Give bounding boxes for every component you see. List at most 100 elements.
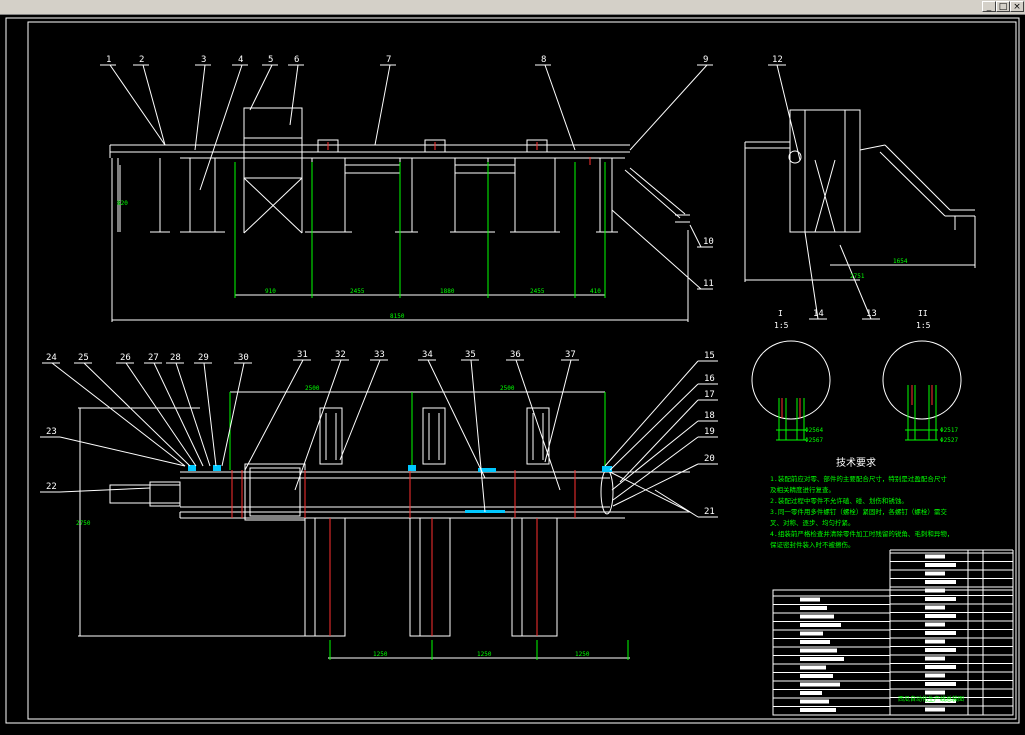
detail-green-lines [776, 385, 938, 441]
leader-line [59, 487, 151, 493]
bom-cell [800, 597, 820, 602]
leader-line [199, 64, 243, 191]
dimension-label: 820 [117, 200, 128, 207]
bom-cell [925, 571, 945, 576]
leader-line [611, 209, 702, 290]
leader-line [339, 359, 381, 461]
callout-label: 28 [170, 353, 181, 363]
dimension-label: 2750 [76, 520, 91, 527]
maximize-button[interactable]: □ [996, 1, 1010, 12]
leader-line [544, 359, 572, 463]
bom-cell [800, 708, 836, 712]
callout-label: 23 [46, 427, 57, 437]
bom-cell [925, 665, 956, 669]
bom-cell [925, 622, 945, 627]
leader-line [125, 362, 197, 467]
bom-cell [800, 665, 826, 670]
callout-label: 16 [704, 374, 715, 384]
bom-cell [800, 674, 833, 678]
leader-line [515, 359, 561, 491]
detail-dim: Φ2517 [940, 427, 958, 434]
plan-view-green-lines [229, 392, 629, 660]
bom-cell [925, 656, 945, 661]
leader-line [203, 362, 217, 467]
tech-requirement-line: 叉、对称、逐步、均匀拧紧。 [770, 518, 855, 527]
tech-requirement-line: 保证密封件装入时不被擦伤。 [770, 540, 855, 549]
callout-label: 5 [268, 55, 273, 65]
bom-cell [800, 623, 841, 627]
leader-line [839, 244, 872, 320]
bom-cell [925, 605, 945, 610]
callout-label: 11 [703, 279, 714, 289]
front-elevation-green-lines [234, 162, 606, 298]
bom-cell [925, 648, 956, 652]
tech-requirement-line: 及相关精度进行复查。 [770, 485, 835, 494]
leader-line [153, 362, 204, 467]
callout-label: 22 [46, 482, 57, 492]
callout-label: 24 [46, 353, 57, 363]
leader-line [59, 436, 186, 467]
callout-label: 12 [772, 55, 783, 65]
inner-frame [27, 21, 1017, 720]
tech-requirements-title: 技术要求 [836, 456, 876, 469]
leader-line [142, 64, 166, 146]
plan-view [78, 391, 691, 659]
leader-line [109, 64, 166, 146]
callout-label: 2 [139, 55, 144, 65]
callout-label: 26 [120, 353, 131, 363]
leader-line [244, 359, 304, 471]
bom-cell [800, 699, 829, 704]
dimension-label: 410 [590, 288, 601, 295]
leader-line [221, 362, 245, 467]
tech-requirement-line: 4.组装前严格检查并清除零件加工时残留的锐角、毛刺和异物， [770, 529, 953, 538]
callout-label: 17 [704, 390, 715, 400]
callout-label: 1 [106, 55, 111, 65]
leader-line [629, 64, 708, 151]
dimension-label: 2500 [500, 385, 515, 392]
bom-cell [925, 639, 945, 644]
leader-line [83, 362, 191, 467]
callout-label: 33 [374, 350, 385, 360]
detail-views [751, 340, 962, 420]
callout-label: 19 [704, 427, 715, 437]
leader-line [427, 359, 486, 479]
callout-label: 18 [704, 411, 715, 421]
bom-cell [800, 606, 827, 610]
callout-label: 34 [422, 350, 433, 360]
dimension-label: 1250 [373, 651, 388, 658]
leader-line [470, 359, 486, 513]
plan-view-red-lines [231, 470, 576, 636]
title-block-name: 西瓜自动化生产线总装图 [898, 695, 964, 703]
bom-cell [925, 588, 945, 593]
bom-cell [800, 631, 823, 636]
close-button[interactable]: × [1010, 1, 1024, 12]
callout-label: 30 [238, 353, 249, 363]
callout-label: 14 [813, 309, 824, 319]
leader-line [51, 362, 186, 467]
minimize-button[interactable]: _ [982, 1, 996, 12]
leader-line [289, 64, 299, 126]
callout-label: 25 [78, 353, 89, 363]
bom-cell [925, 614, 956, 618]
callout-label: 13 [866, 309, 877, 319]
callout-label: 32 [335, 350, 346, 360]
bom-cell [925, 580, 956, 584]
dimension-label: 2500 [305, 385, 320, 392]
bom-cell [800, 648, 837, 653]
callout-label: 21 [704, 507, 715, 517]
dimension-label: 8150 [390, 313, 405, 320]
dimension-label: 2751 [850, 273, 865, 280]
callout-label: 4 [238, 55, 243, 65]
tech-requirement-line: 1.装配前应对零、部件的主要配合尺寸，特别是过盈配合尺寸 [770, 474, 947, 483]
bom-cell [800, 614, 834, 619]
bom-cell [800, 657, 844, 661]
detail-ii-label: II [918, 309, 928, 318]
leader-line [611, 420, 699, 491]
front-elevation-red-lines [327, 142, 591, 165]
callout-label: 27 [148, 353, 159, 363]
tech-requirement-line: 2.装配过程中零件不允许磕、碰、划伤和锈蚀。 [770, 496, 908, 505]
dimension-label: 910 [265, 288, 276, 295]
detail-red-lines [781, 385, 933, 418]
